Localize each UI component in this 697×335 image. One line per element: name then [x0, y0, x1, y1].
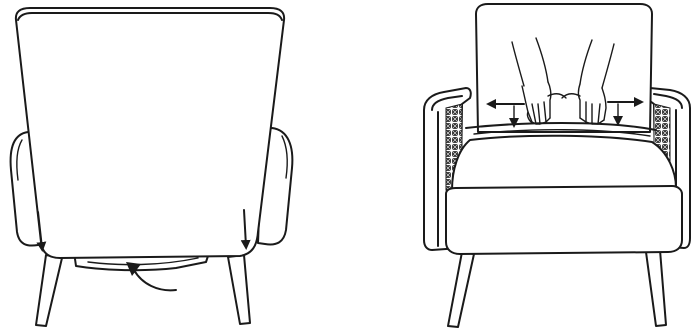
- back-view-front-left-leg: [35, 254, 63, 327]
- front-view-left-leg: [447, 251, 475, 328]
- front-view-seat-cushion: [451, 134, 677, 191]
- hand-icon: [561, 39, 615, 125]
- front-view-backrest: [475, 3, 653, 133]
- back-view-left-arm-inner: [16, 139, 23, 181]
- back-view-flap-fold: [87, 257, 199, 266]
- curved-arrow-head: [126, 262, 141, 276]
- down-arrow-icon: [36, 211, 47, 252]
- back-view-right-arm-inner: [281, 135, 288, 179]
- front-view-right-leg: [645, 249, 667, 327]
- down-arrow-icon: [240, 209, 251, 250]
- back-view-backrest-top: [17, 12, 283, 21]
- curved-arrow-icon: [133, 269, 177, 292]
- front-view-seat-tuck-2: [473, 129, 651, 137]
- back-view-chair: [9, 7, 294, 327]
- front-view-left-arm-inner: [431, 95, 463, 247]
- back-view-backrest: [14, 7, 286, 259]
- hand-icon: [511, 37, 567, 125]
- front-view-seat-front: [445, 185, 683, 255]
- front-view-chair: [423, 3, 691, 328]
- back-view-front-right-leg: [227, 254, 251, 325]
- front-view-seat-tuck: [465, 122, 657, 131]
